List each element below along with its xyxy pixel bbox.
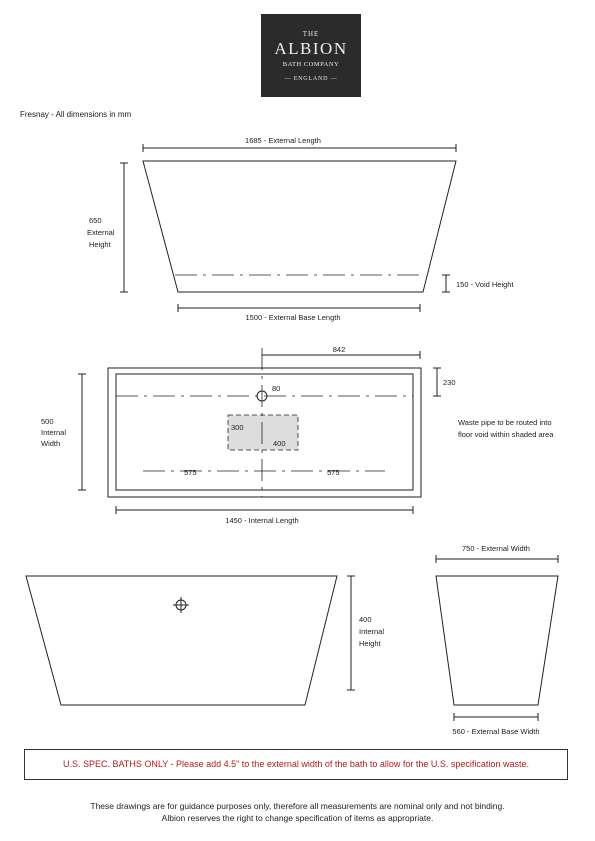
logo-bath-company: BATH COMPANY — [282, 61, 340, 68]
bath-plan-outer — [107, 367, 422, 498]
void-height-label: 150 - Void Height — [456, 280, 514, 289]
albion-logo: THE ALBION BATH COMPANY — ENGLAND — — [261, 14, 361, 97]
waste-hole-icon — [256, 390, 268, 402]
disclaimer-line-2: Albion reserves the right to change spec… — [161, 813, 434, 823]
bath-side-outline — [142, 160, 457, 293]
end-elevation — [435, 555, 559, 721]
logo-albion: ALBION — [274, 39, 348, 58]
half-length-right-label: 575 — [327, 468, 340, 477]
front-elevation — [25, 575, 355, 706]
waste-offset-label: 842 — [333, 345, 346, 354]
external-length-label: 1685 - External Length — [245, 136, 321, 145]
internal-length-label: 1450 - Internal Length — [225, 516, 298, 525]
internal-width-label-1: Internal — [41, 428, 66, 437]
void-height-plan-label: 400 — [273, 439, 286, 448]
external-height-label-1: External — [87, 228, 115, 237]
internal-width-label-2: Width — [41, 439, 60, 448]
disclaimer: These drawings are for guidance purposes… — [0, 800, 595, 824]
external-height-label-2: Height — [89, 240, 112, 249]
waste-note-line-2: floor void within shaded area — [458, 430, 554, 439]
waste-note-line-1: Waste pipe to be routed into — [458, 418, 552, 427]
internal-height-label-1: Internal — [359, 627, 384, 636]
bath-plan-inner — [115, 373, 414, 491]
half-length-left-label: 575 — [184, 468, 197, 477]
base-width-label: 560 - External Base Width — [452, 727, 539, 736]
disclaimer-line-1: These drawings are for guidance purposes… — [90, 801, 505, 811]
internal-width-value: 500 — [41, 417, 54, 426]
waste-from-top-label: 230 — [443, 378, 456, 387]
void-shaded-area — [227, 414, 299, 451]
waste-diameter-label: 80 — [272, 384, 280, 393]
internal-height-value: 400 — [359, 615, 372, 624]
bath-front-outline — [25, 575, 338, 706]
void-width-label: 300 — [231, 423, 244, 432]
base-length-label: 1500 - External Base Length — [245, 313, 340, 322]
side-elevation — [120, 144, 457, 312]
plan-view — [78, 348, 441, 514]
logo-england: — ENGLAND — — [284, 76, 338, 82]
external-height-value: 650 — [89, 216, 102, 225]
us-spec-notice: U.S. SPEC. BATHS ONLY - Please add 4.5" … — [24, 749, 568, 780]
bath-end-outline — [435, 575, 559, 706]
drawing-subtitle: Fresnay - All dimensions in mm — [20, 110, 132, 119]
external-width-label: 750 - External Width — [462, 544, 530, 553]
internal-height-label-2: Height — [359, 639, 382, 648]
logo-the: THE — [302, 30, 320, 38]
